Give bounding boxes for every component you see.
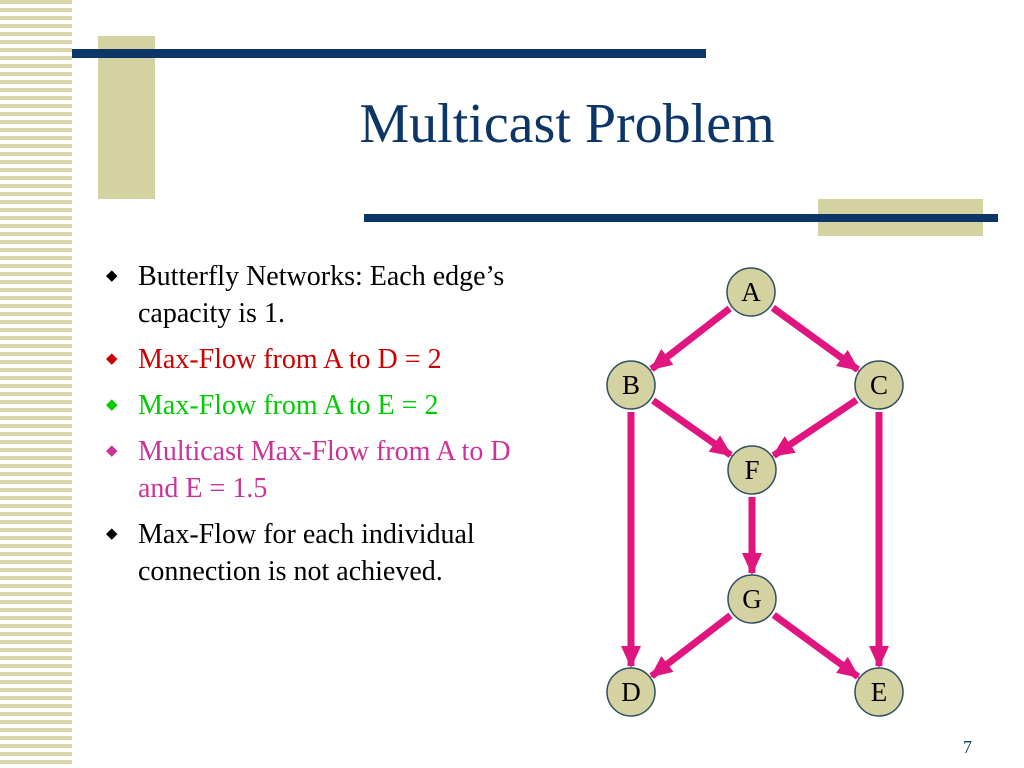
- bullet-item: ◆ Max-Flow from A to D = 2: [104, 341, 524, 378]
- node-circle: [854, 360, 904, 410]
- node-e: E: [854, 667, 904, 717]
- node-circle: [606, 360, 656, 410]
- bullet-text: Butterfly Networks: Each edge’s capacity…: [138, 261, 505, 329]
- node-label: F: [744, 455, 759, 485]
- bullet-text: Max-Flow from A to D = 2: [138, 344, 442, 375]
- node-circle: [727, 445, 777, 495]
- title-decor-line-bottom: [364, 214, 998, 222]
- edges-layer: [621, 305, 889, 680]
- bullet-text: Multicast Max-Flow from A to D and E = 1…: [138, 436, 511, 504]
- edge-a-c: [770, 305, 861, 373]
- edge-g-e: [771, 612, 861, 680]
- node-d: D: [606, 667, 656, 717]
- node-a: A: [726, 267, 776, 317]
- node-b: B: [606, 360, 656, 410]
- page-number: 7: [963, 737, 972, 757]
- bullet-text: Max-Flow for each individual connection …: [138, 519, 475, 587]
- node-label: C: [870, 370, 888, 400]
- title-decor-block: [98, 36, 155, 199]
- left-stripe-decoration: [0, 0, 72, 768]
- edge-b-f: [651, 397, 733, 458]
- edge-a-b: [649, 305, 732, 372]
- bullet-item: ◆ Max-Flow for each individual connection…: [104, 516, 524, 590]
- node-circle: [854, 667, 904, 717]
- title-decor-line-top: [72, 49, 706, 58]
- slide-title: Multicast Problem: [359, 93, 775, 155]
- diamond-bullet-icon: ◆: [106, 268, 118, 284]
- node-circle: [726, 267, 776, 317]
- node-label: A: [741, 277, 761, 307]
- edge-c-f: [771, 397, 859, 459]
- nodes-layer: A B C F G D E: [606, 267, 904, 717]
- diamond-bullet-icon: ◆: [106, 443, 118, 459]
- node-circle: [606, 667, 656, 717]
- edge-g-d: [649, 612, 733, 679]
- node-label: G: [742, 584, 762, 614]
- diamond-bullet-icon: ◆: [106, 397, 118, 413]
- node-label: B: [622, 370, 640, 400]
- diamond-bullet-icon: ◆: [106, 526, 118, 542]
- node-circle: [727, 574, 777, 624]
- node-label: D: [621, 677, 641, 707]
- node-f: F: [727, 445, 777, 495]
- node-label: E: [871, 677, 888, 707]
- diamond-bullet-icon: ◆: [106, 351, 118, 367]
- bullet-item: ◆ Max-Flow from A to E = 2: [104, 387, 524, 424]
- node-c: C: [854, 360, 904, 410]
- node-g: G: [727, 574, 777, 624]
- bullet-text: Max-Flow from A to E = 2: [138, 390, 439, 421]
- bullet-list: ◆ Butterfly Networks: Each edge’s capacit…: [104, 258, 524, 599]
- bullet-item: ◆ Butterfly Networks: Each edge’s capacit…: [104, 258, 524, 332]
- bullet-item: ◆ Multicast Max-Flow from A to D and E = …: [104, 433, 524, 507]
